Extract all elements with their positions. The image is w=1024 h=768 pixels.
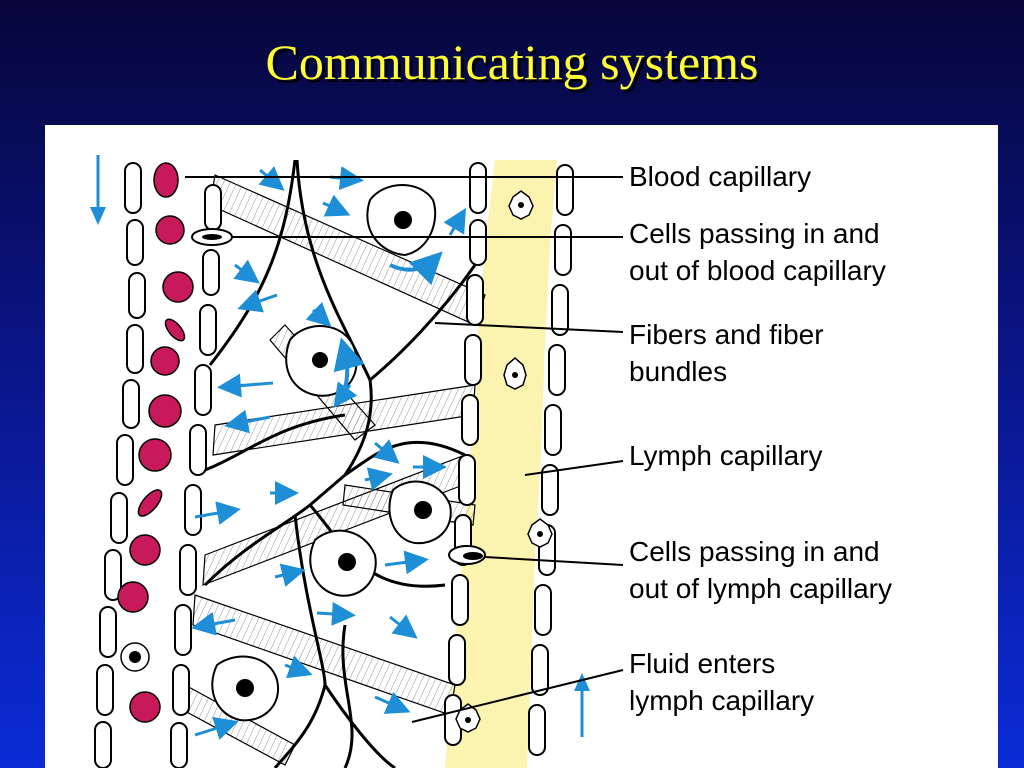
lymph-flow-up-arrow — [574, 673, 590, 737]
white-blood-cell — [120, 642, 150, 672]
label-cells-blood-capillary: Cells passing in and out of blood capill… — [629, 218, 886, 286]
curved-flow-arrows — [333, 251, 443, 396]
leader-lines — [185, 176, 624, 723]
cell-passing-lymph-capillary — [448, 545, 486, 565]
blood-flow-down-arrow — [90, 155, 106, 225]
lymph-cell-nuclei — [465, 202, 543, 723]
slide-title: Communicating systems — [265, 34, 759, 90]
red-blood-cells — [117, 162, 194, 723]
label-lymph-capillary: Lymph capillary — [629, 440, 823, 471]
label-fluid-enters: Fluid enters lymph capillary — [629, 648, 815, 716]
label-blood-capillary: Blood capillary — [629, 161, 812, 192]
label-cells-lymph-capillary: Cells passing in and out of lymph capill… — [629, 536, 893, 604]
figure-panel: Blood capillary Cells passing in and out… — [45, 125, 998, 768]
cell-passing-blood-capillary — [191, 228, 233, 246]
tissue-cell-nuclei — [236, 211, 432, 697]
tissue-diagram — [90, 155, 624, 768]
label-fibers: Fibers and fiber bundles — [629, 319, 824, 387]
lymph-capillary-lumen — [445, 160, 557, 768]
blood-capillary-wall — [94, 162, 222, 768]
